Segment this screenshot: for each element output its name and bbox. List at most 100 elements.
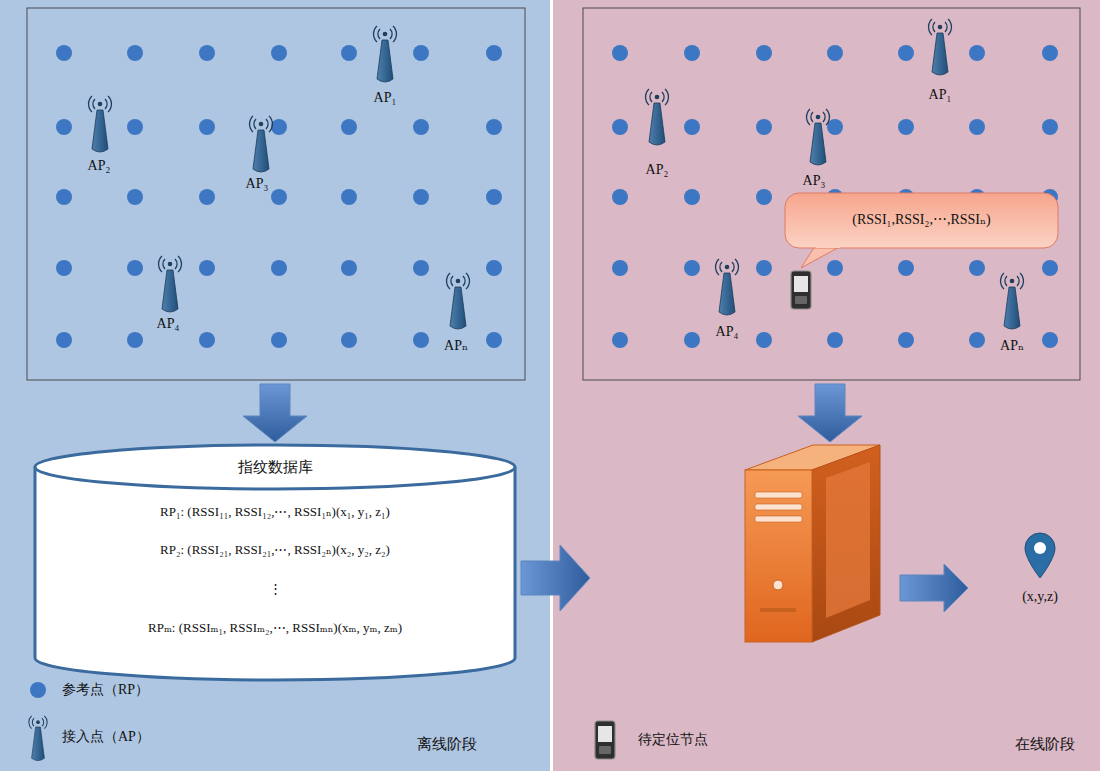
antenna-icon [447, 273, 470, 329]
reference-point [413, 119, 429, 135]
reference-point [413, 260, 429, 276]
area-frame [583, 8, 1080, 380]
reference-point [756, 260, 772, 276]
phase-panel: 在线阶段 (RSSI₁,RSSI₂,⋯,RSSIₙ) (x,y,z) [553, 0, 1100, 771]
location-pin: (x,y,z) [990, 532, 1090, 606]
reference-point [413, 189, 429, 205]
reference-point [827, 119, 843, 135]
reference-point [56, 119, 72, 135]
legend-swatch [30, 682, 46, 698]
reference-point [486, 332, 502, 348]
reference-point [969, 260, 985, 276]
phase-panel: 离线阶段 指纹数据库 RP₁: (RSSI₁₁, RSSI₁₂,⋯, RSSI₁ₙ)… [0, 0, 550, 771]
reference-point [486, 260, 502, 276]
antenna-icon [807, 109, 830, 165]
reference-point [56, 189, 72, 205]
antenna-icon [929, 19, 952, 75]
antenna-icon [250, 116, 273, 172]
antenna-icon [646, 89, 669, 145]
reference-point [271, 332, 287, 348]
reference-point [684, 332, 700, 348]
reference-point [898, 45, 914, 61]
reference-point [341, 260, 357, 276]
reference-point [612, 189, 628, 205]
antenna-icon [89, 96, 112, 152]
antenna-icon [159, 256, 182, 312]
access-point-label: AP₄ [716, 323, 739, 341]
access-point-label: AP₁ [929, 86, 952, 104]
block-arrow [243, 384, 307, 442]
reference-point [969, 119, 985, 135]
reference-point [898, 260, 914, 276]
access-point-label: AP₄ [157, 315, 180, 333]
reference-point [756, 332, 772, 348]
access-point-label: AP₂ [88, 157, 111, 175]
reference-point [486, 189, 502, 205]
reference-point [127, 119, 143, 135]
reference-point [1042, 260, 1058, 276]
access-point-label: AP₂ [646, 161, 669, 179]
reference-point [486, 45, 502, 61]
access-point-label: APₙ [444, 337, 468, 355]
reference-point [341, 45, 357, 61]
access-point-label: AP₃ [246, 175, 269, 193]
reference-point [756, 119, 772, 135]
reference-point [756, 45, 772, 61]
reference-point [969, 45, 985, 61]
reference-point [486, 119, 502, 135]
reference-point [127, 332, 143, 348]
cylinder-outline [35, 445, 515, 680]
reference-point [199, 332, 215, 348]
fingerprint-record: RP₁: (RSSI₁₁, RSSI₁₂,⋯, RSSI₁ₙ)(x₁, y₁, … [160, 504, 390, 521]
access-point-label: APₙ [1000, 337, 1024, 355]
reference-point [341, 332, 357, 348]
reference-point [827, 332, 843, 348]
reference-point [413, 332, 429, 348]
reference-point [127, 45, 143, 61]
legend-text: 接入点（AP） [62, 728, 150, 746]
reference-point [271, 189, 287, 205]
fingerprint-record: RP₂: (RSSI₂₁, RSSI₂₁,⋯, RSSI₂ₙ)(x₂, y₂, … [160, 542, 390, 559]
access-point-label: AP₃ [803, 172, 826, 190]
reference-point [898, 332, 914, 348]
reference-points [612, 45, 1058, 348]
reference-point [684, 189, 700, 205]
reference-point [341, 189, 357, 205]
access-point-label: AP₁ [374, 89, 397, 107]
legend-text: 参考点（RP） [62, 681, 149, 699]
reference-point [199, 45, 215, 61]
reference-point [1042, 119, 1058, 135]
reference-point [199, 260, 215, 276]
pin-symbol [1024, 532, 1056, 578]
reference-point [56, 260, 72, 276]
reference-point [612, 332, 628, 348]
database-title: 指纹数据库 [238, 458, 313, 478]
phase-label: 离线阶段 [417, 735, 477, 755]
phase-label: 在线阶段 [1015, 735, 1075, 755]
reference-point [271, 260, 287, 276]
reference-point [827, 45, 843, 61]
reference-point [341, 119, 357, 135]
reference-point [827, 260, 843, 276]
antenna-icon [374, 26, 397, 82]
reference-point [271, 119, 287, 135]
position-coordinates: (x,y,z) [1022, 588, 1058, 606]
reference-point [684, 260, 700, 276]
reference-point [127, 260, 143, 276]
database-cylinder: 指纹数据库 RP₁: (RSSI₁₁, RSSI₁₂,⋯, RSSI₁ₙ)(x₁,… [35, 445, 515, 680]
reference-point [413, 45, 429, 61]
reference-point [756, 189, 772, 205]
block-arrow [900, 564, 968, 612]
reference-point [1042, 332, 1058, 348]
reference-point [684, 45, 700, 61]
reference-point [612, 45, 628, 61]
reference-point [969, 332, 985, 348]
reference-point [199, 119, 215, 135]
reference-point [612, 260, 628, 276]
phone-icon [791, 271, 811, 309]
panel-illustration [553, 0, 1100, 771]
antenna-icon [29, 716, 47, 761]
reference-point [127, 189, 143, 205]
reference-point [56, 332, 72, 348]
speech-bubble: (RSSI₁,RSSI₂,⋯,RSSIₙ) [785, 193, 1058, 248]
